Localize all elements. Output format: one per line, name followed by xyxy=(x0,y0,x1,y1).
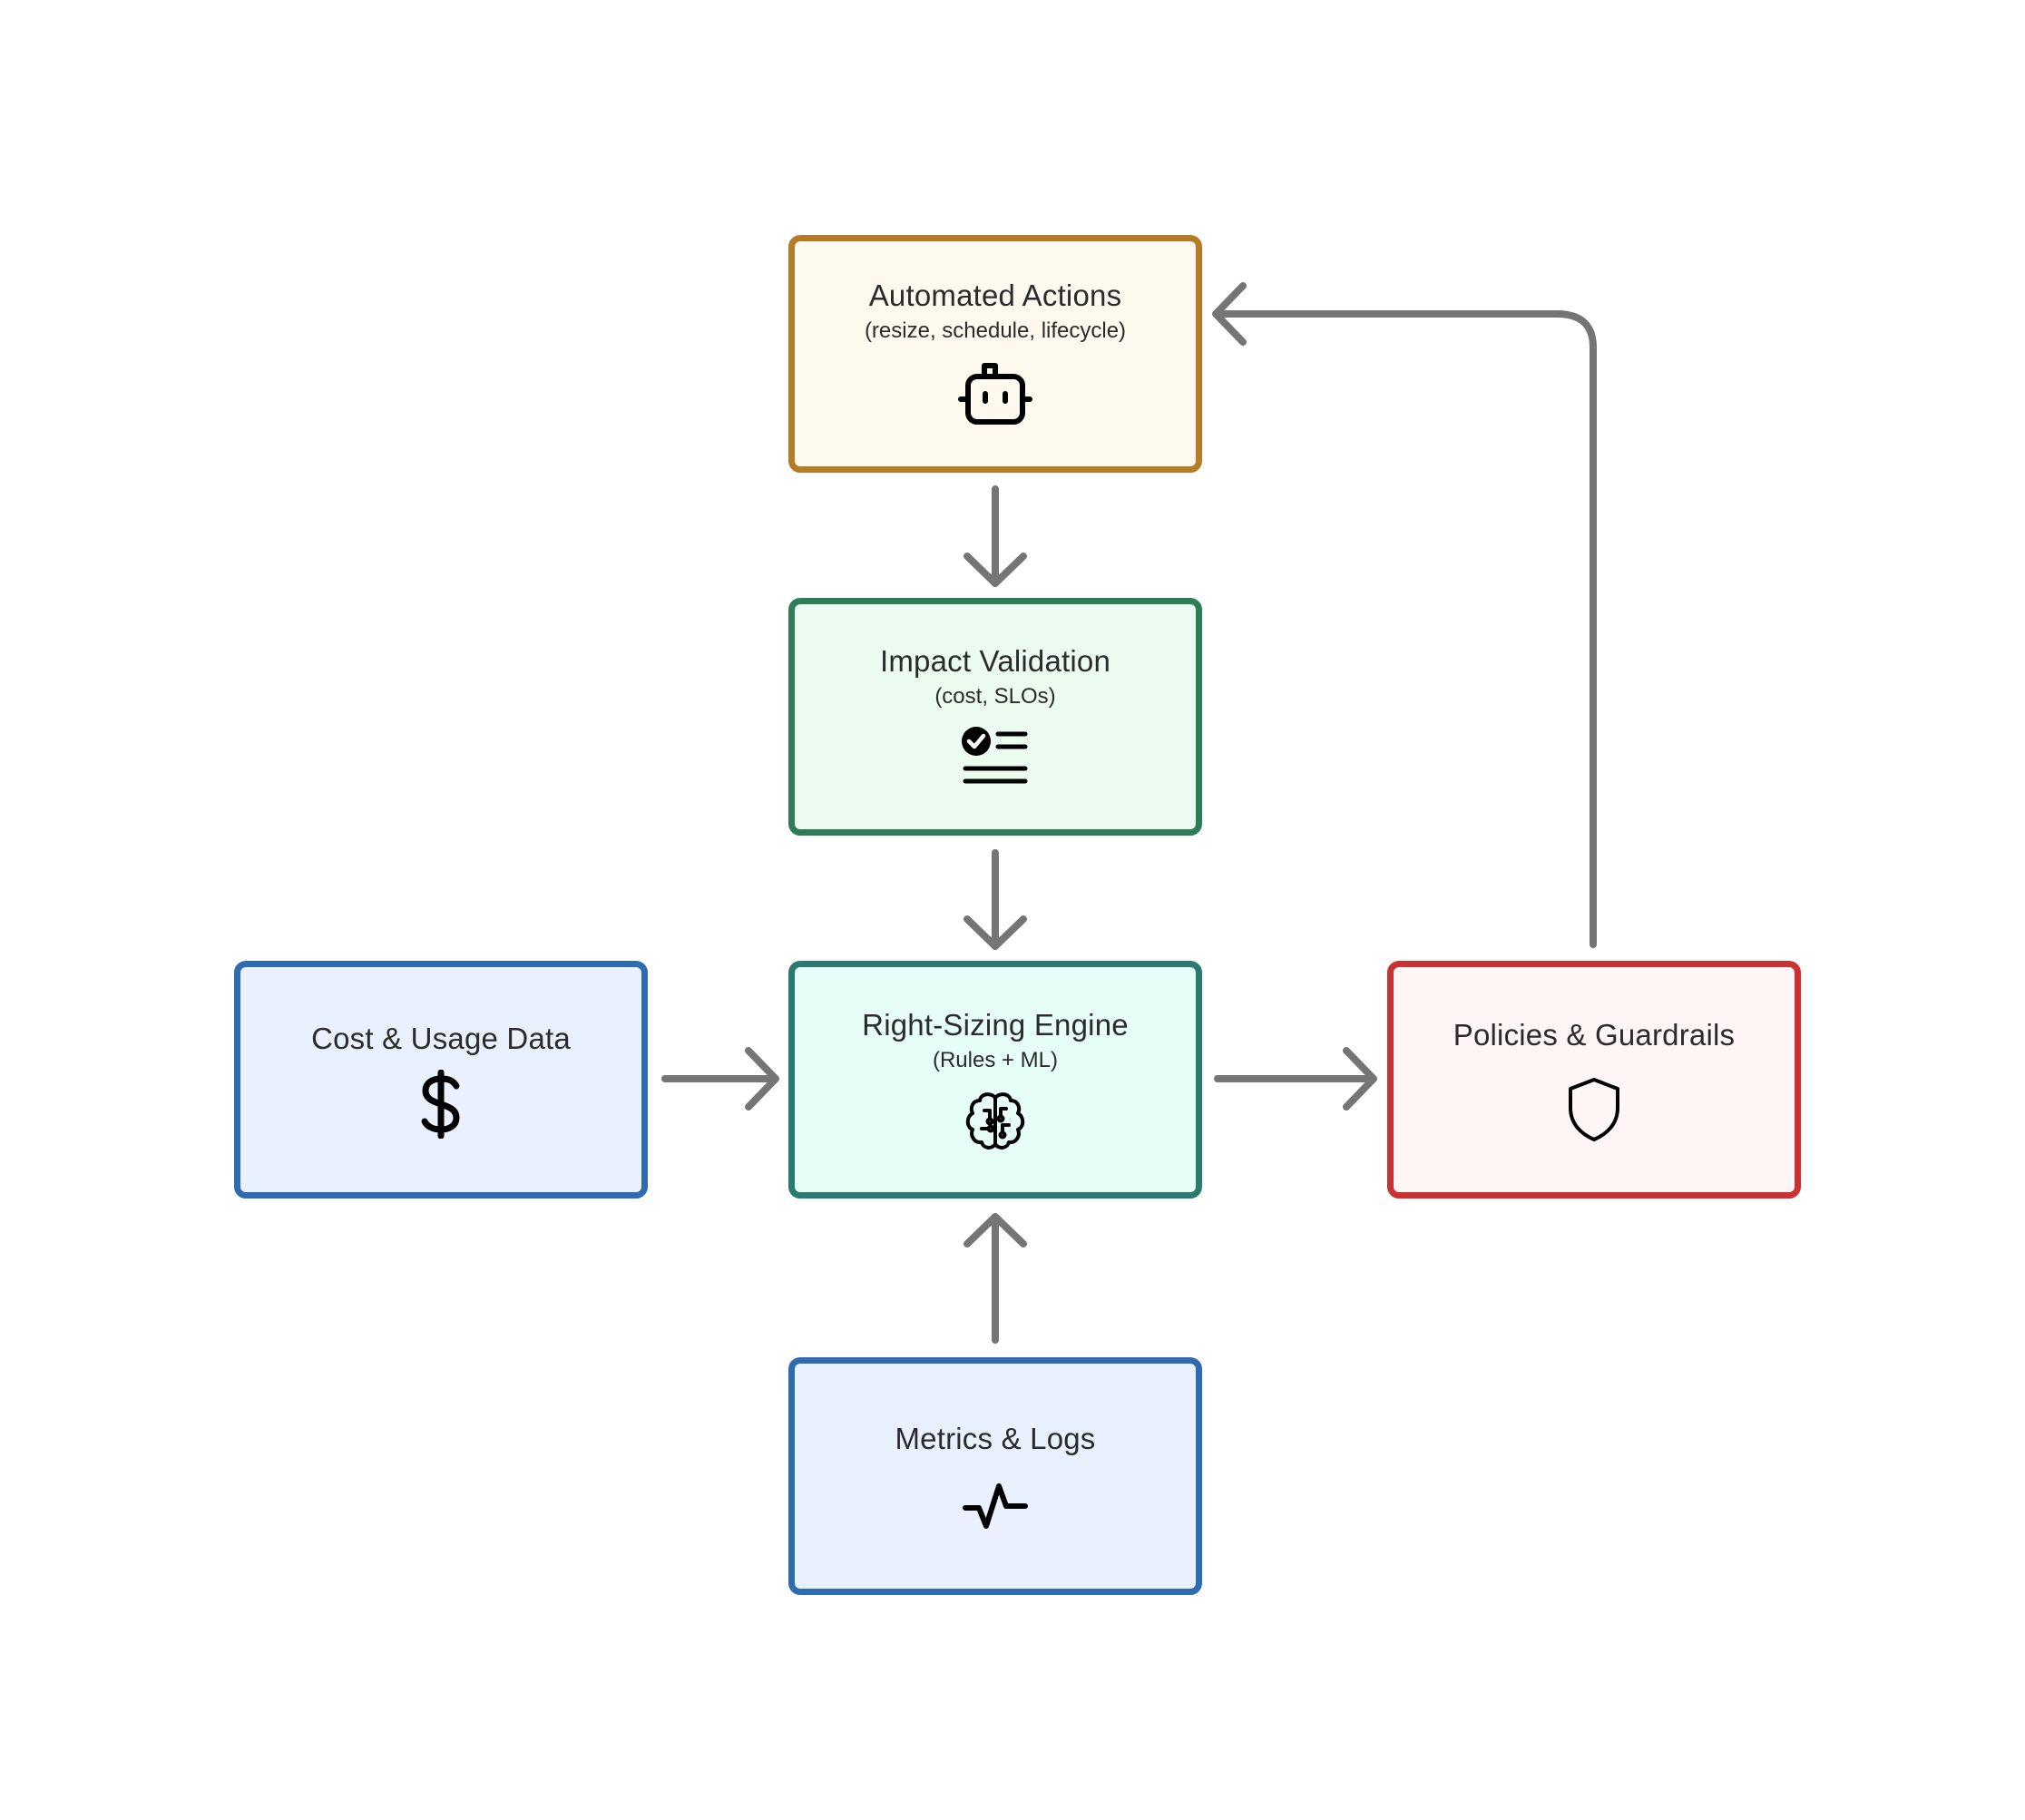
edge-validation-to-engine xyxy=(964,849,1027,950)
impact-validation-subtitle: (cost, SLOs) xyxy=(934,684,1056,709)
edge-engine-to-policies xyxy=(1214,1047,1377,1111)
cost-usage-data-node: Cost & Usage Data xyxy=(234,961,648,1199)
robot-icon xyxy=(958,363,1032,425)
dollar-icon xyxy=(421,1070,460,1139)
impact-validation-node: Impact Validation (cost, SLOs) xyxy=(788,598,1202,836)
metrics-logs-title: Metrics & Logs xyxy=(895,1422,1096,1455)
metrics-logs-node: Metrics & Logs xyxy=(788,1357,1202,1595)
right-sizing-engine-subtitle: (Rules + ML) xyxy=(932,1048,1059,1072)
edge-actions-to-validation xyxy=(964,485,1027,587)
automated-actions-subtitle: (resize, schedule, lifecycle) xyxy=(864,318,1127,343)
pulse-icon xyxy=(963,1483,1028,1529)
right-sizing-engine-title: Right-Sizing Engine xyxy=(862,1008,1129,1042)
policies-guardrails-node: Policies & Guardrails xyxy=(1387,961,1801,1199)
brain-icon xyxy=(965,1092,1025,1150)
automated-actions-title: Automated Actions xyxy=(868,279,1122,312)
automated-actions-node: Automated Actions (resize, schedule, lif… xyxy=(788,235,1202,473)
impact-validation-title: Impact Validation xyxy=(879,644,1111,678)
cost-usage-data-title: Cost & Usage Data xyxy=(311,1022,571,1055)
edge-policies-to-actions xyxy=(1212,282,1597,948)
policies-guardrails-title: Policies & Guardrails xyxy=(1453,1018,1736,1052)
edge-metrics-to-engine xyxy=(964,1213,1027,1344)
right-sizing-engine-node: Right-Sizing Engine (Rules + ML) xyxy=(788,961,1202,1199)
checklist-icon xyxy=(962,727,1028,784)
shield-icon xyxy=(1569,1078,1619,1141)
edge-cost-to-engine xyxy=(661,1047,779,1111)
